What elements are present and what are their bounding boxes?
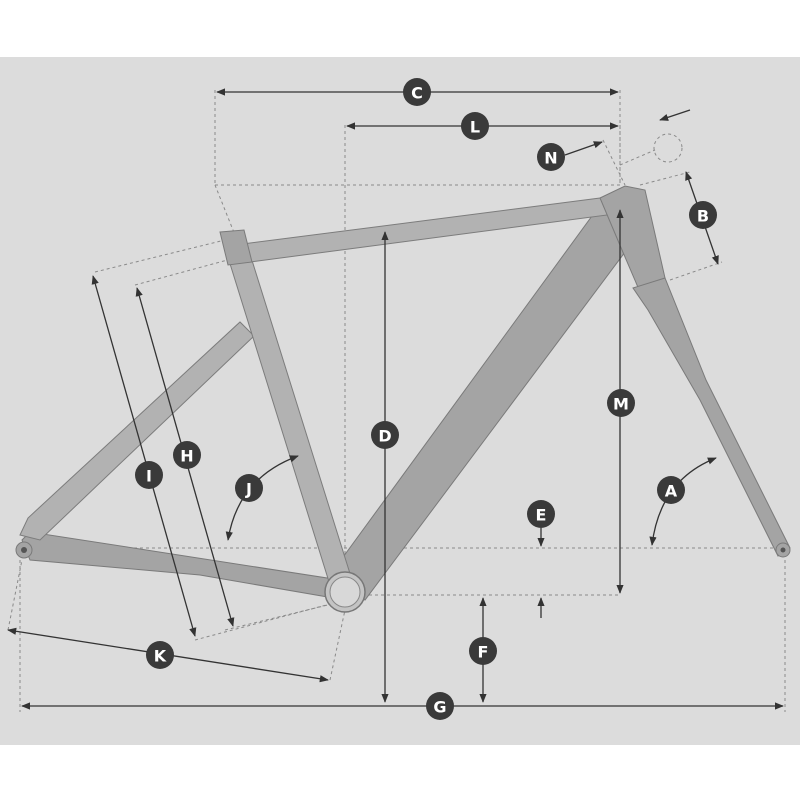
badge-G: G — [426, 692, 454, 720]
label-I: I — [146, 467, 152, 486]
bottom-bracket-inner — [329, 576, 361, 608]
badge-D: D — [371, 421, 399, 449]
diagram-background — [0, 57, 800, 745]
badge-B: B — [689, 201, 717, 229]
label-B: B — [697, 207, 709, 226]
label-M: M — [613, 395, 629, 414]
badge-J: J — [235, 474, 263, 502]
badge-C: C — [403, 78, 431, 106]
badge-I: I — [135, 461, 163, 489]
seat-cluster — [219, 229, 253, 266]
label-C: C — [411, 84, 423, 103]
label-E: E — [536, 506, 547, 525]
badge-M: M — [607, 389, 635, 417]
rear-axle-dot — [21, 547, 27, 553]
badge-H: H — [173, 441, 201, 469]
label-K: K — [154, 647, 167, 666]
badge-L: L — [461, 112, 489, 140]
label-N: N — [544, 149, 557, 168]
label-G: G — [433, 698, 446, 717]
label-L: L — [470, 118, 480, 137]
label-H: H — [180, 447, 193, 466]
badge-E: E — [527, 500, 555, 528]
fork-axle-dot — [780, 547, 786, 553]
badge-K: K — [146, 641, 174, 669]
badge-F: F — [469, 637, 497, 665]
label-F: F — [478, 643, 489, 662]
label-D: D — [378, 427, 391, 446]
badge-N: N — [537, 143, 565, 171]
label-J: J — [245, 480, 252, 499]
badge-A: A — [657, 476, 685, 504]
label-A: A — [665, 482, 678, 501]
